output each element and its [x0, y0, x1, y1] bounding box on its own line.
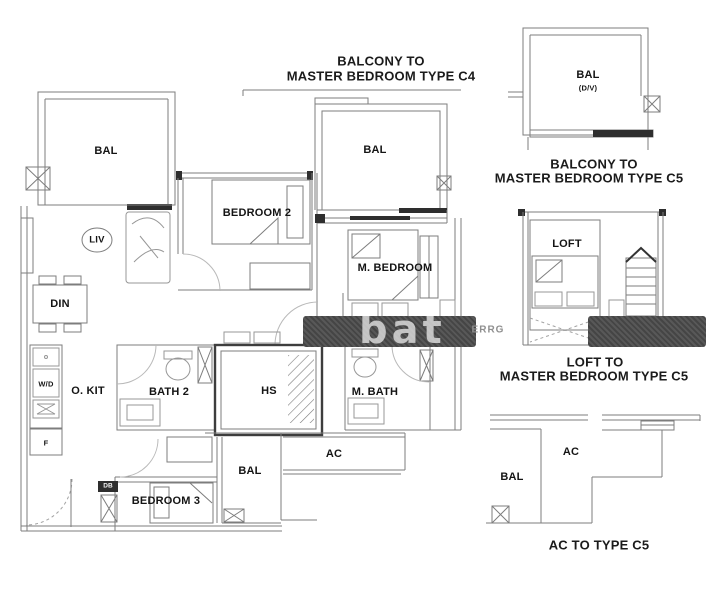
caption-balcony-c5-line1: BALCONY TO — [550, 156, 638, 172]
inset-ac-label-bal: BAL — [500, 471, 524, 483]
inset-balcony-c5 — [508, 27, 661, 150]
bedroom2 — [176, 171, 318, 292]
inset-loft-label: LOFT — [552, 238, 582, 250]
watermark-fragment: ERRG — [471, 324, 505, 336]
room-label-db: DB — [103, 482, 113, 490]
inset-ac-label-ac: AC — [562, 446, 580, 458]
caption-balcony-c4-line1: BALCONY TO — [337, 53, 425, 69]
watermark-band-main: bat — [303, 316, 476, 347]
caption-balcony-c5-line2: MASTER BEDROOM TYPE C5 — [494, 170, 684, 186]
room-label-bedroom3: BEDROOM 3 — [131, 495, 201, 507]
household-shelter — [213, 331, 324, 437]
balcony-top-mid — [314, 97, 452, 213]
master-bedroom — [274, 210, 456, 346]
inset-ac-c5 — [486, 414, 701, 524]
room-label-ac: AC — [325, 448, 343, 460]
inset-balcony-label-div: (D/V) — [578, 83, 598, 93]
caption-balcony-c4-line2: MASTER BEDROOM TYPE C4 — [286, 68, 476, 84]
ac-ledge-main — [280, 432, 406, 521]
room-label-bedroom2: BEDROOM 2 — [222, 207, 292, 219]
room-label-din: DIN — [50, 298, 70, 310]
room-label-liv: LIV — [89, 234, 105, 246]
entrance-door — [25, 478, 73, 527]
bath2 — [116, 344, 215, 431]
room-label-f: F — [43, 438, 49, 448]
room-label-wd: W/D — [38, 379, 54, 389]
caption-loft-c5-line1: LOFT TO — [566, 354, 624, 370]
room-label-m-bath: M. BATH — [351, 386, 399, 398]
watermark-text: bat — [359, 316, 446, 347]
balcony-top-left — [25, 91, 176, 210]
living-room — [20, 211, 171, 284]
room-label-bal-top-left: BAL — [94, 145, 118, 157]
dining-table — [32, 275, 88, 333]
inset-balcony-label-bal: BAL — [576, 69, 600, 81]
kitchen-counter — [29, 344, 63, 456]
caption-loft-c5-line2: MASTER BEDROOM TYPE C5 — [499, 368, 689, 384]
watermark-band-loft — [588, 316, 706, 347]
bottom-middle-balcony — [166, 432, 283, 524]
caption-ac-c5: AC TO TYPE C5 — [548, 537, 650, 553]
room-label-bal-bottom: BAL — [238, 465, 262, 477]
room-label-hs: HS — [261, 385, 277, 397]
room-label-o-kit: O. KIT — [71, 385, 105, 397]
room-label-bal-top-mid: BAL — [363, 144, 387, 156]
bedroom3 — [98, 438, 217, 531]
room-label-m-bedroom: M. BEDROOM — [357, 262, 433, 274]
room-label-bath2: BATH 2 — [148, 386, 190, 398]
